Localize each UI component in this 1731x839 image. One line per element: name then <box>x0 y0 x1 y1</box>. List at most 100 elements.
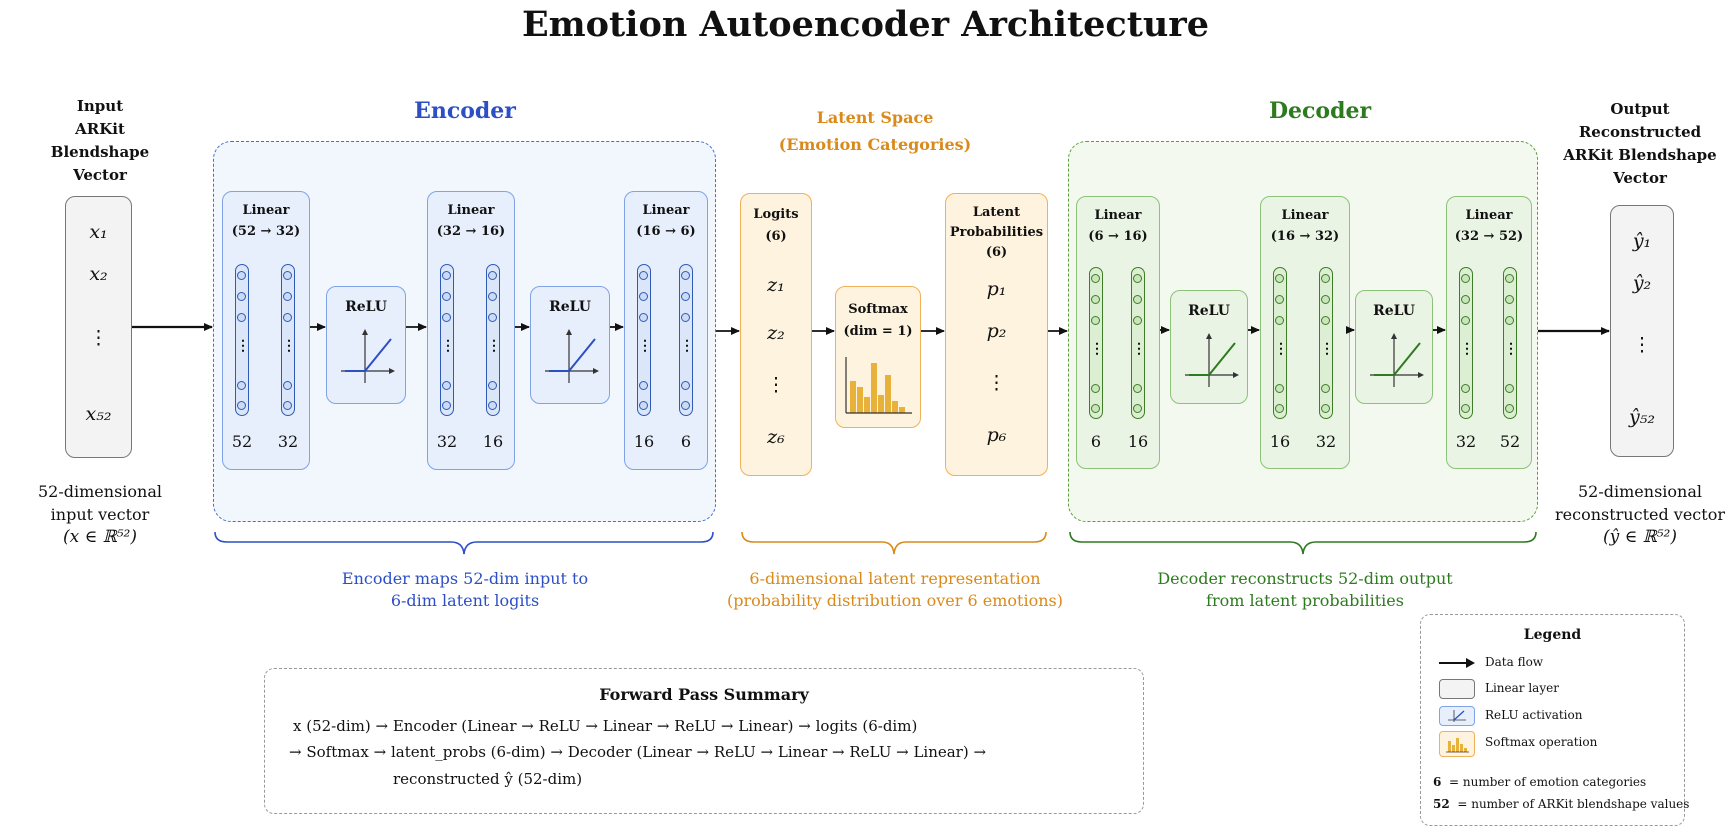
neuron <box>283 381 292 390</box>
neuron <box>442 292 451 301</box>
encoder-relu-2: ReLU <box>530 286 610 404</box>
neuron <box>1091 295 1100 304</box>
neuron <box>1091 274 1100 283</box>
logit-entry: ⋮ <box>766 374 786 396</box>
neuron <box>1321 274 1330 283</box>
neuron <box>488 381 497 390</box>
neuron <box>1275 384 1284 393</box>
logits-size: (6) <box>765 229 787 244</box>
output-heading-line: Reconstructed <box>1578 123 1702 141</box>
logit-entry: z₁ <box>767 274 785 296</box>
layer-name: Linear <box>447 203 495 218</box>
neuron <box>639 271 648 280</box>
neuron <box>1461 295 1470 304</box>
layer-out-size: 32 <box>1315 432 1337 451</box>
latent-caption: 6-dimensional latent representation (pro… <box>700 568 1090 612</box>
diagram-title: Emotion Autoencoder Architecture <box>521 4 1210 45</box>
neuron <box>1275 274 1284 283</box>
legend-note: 6 = number of emotion categories <box>1433 775 1646 789</box>
layer-out-size: 52 <box>1499 432 1521 451</box>
neuron <box>237 271 246 280</box>
latent-title-line: Latent Space <box>816 108 934 127</box>
legend-item-label: Data flow <box>1485 655 1544 669</box>
legend-note-text: = number of emotion categories <box>1449 775 1647 789</box>
decoder-title: Decoder <box>1268 98 1372 124</box>
summary-line: → Softmax → latent_probs (6-dim) → Decod… <box>289 743 987 761</box>
decoder-linear-layer-2: Linear (16 → 32) ⋮ ⋮ 16 32 <box>1260 196 1350 469</box>
input-heading-line: Input <box>76 97 124 115</box>
input-caption-line: input vector <box>50 505 150 524</box>
layer-name: Linear <box>242 203 290 218</box>
softmax-histogram-icon <box>845 357 912 414</box>
neuron <box>488 292 497 301</box>
neuron <box>237 381 246 390</box>
neuron-column: ⋮ <box>637 264 652 416</box>
neuron <box>639 313 648 322</box>
neuron <box>681 271 690 280</box>
relu-label: ReLU <box>1188 303 1230 319</box>
neuron <box>442 313 451 322</box>
relu-label: ReLU <box>1373 303 1415 319</box>
output-heading: Output Reconstructed ARKit Blendshape Ve… <box>1560 98 1720 190</box>
prob-entry: p₆ <box>986 424 1007 446</box>
neuron <box>1321 316 1330 325</box>
input-entry: ⋮ <box>89 327 108 349</box>
relu-label: ReLU <box>345 299 387 315</box>
encoder-relu-1: ReLU <box>326 286 406 404</box>
neuron <box>1133 316 1142 325</box>
decoder-relu-2: ReLU <box>1355 290 1433 404</box>
layer-out-size: 16 <box>482 432 504 451</box>
neuron <box>639 381 648 390</box>
neuron <box>1321 384 1330 393</box>
legend-note-text: = number of ARKit blendshape values <box>1457 797 1690 811</box>
neuron-column: ⋮ <box>679 264 694 416</box>
probs-size: (6) <box>985 245 1008 260</box>
relu-swatch-icon <box>1439 706 1475 726</box>
prob-entry: ⋮ <box>987 372 1006 394</box>
neuron-column: ⋮ <box>1131 267 1146 419</box>
input-vector-box: x₁ x₂ ⋮ x₅₂ <box>65 196 132 458</box>
layer-in-size: 6 <box>1090 432 1102 451</box>
legend-item-label: ReLU activation <box>1485 708 1583 722</box>
layer-dims: (52 → 32) <box>231 224 301 239</box>
summary-line: x (52-dim) → Encoder (Linear → ReLU → Li… <box>293 717 918 735</box>
layer-dims: (32 → 52) <box>1454 229 1524 244</box>
layer-in-size: 32 <box>1455 432 1477 451</box>
input-caption-line: 52-dimensional <box>38 482 162 501</box>
neuron <box>639 401 648 410</box>
output-entry: ŷ₂ <box>1632 272 1652 294</box>
input-caption: 52-dimensional input vector (x ∈ ℝ⁵²) <box>20 480 180 549</box>
neuron <box>1321 295 1330 304</box>
neuron <box>283 271 292 280</box>
neuron <box>283 292 292 301</box>
input-heading-line: Vector <box>73 166 127 184</box>
neuron <box>1275 404 1284 413</box>
neuron-column: ⋮ <box>1089 267 1104 419</box>
prob-entry: p₂ <box>986 320 1007 342</box>
neuron-column: ⋮ <box>1319 267 1334 419</box>
neuron <box>1275 316 1284 325</box>
neuron <box>1133 404 1142 413</box>
input-caption-line: (x ∈ ℝ⁵²) <box>62 527 137 547</box>
latent-title-line: (Emotion Categories) <box>778 135 972 154</box>
latent-probabilities-box: Latent Probabilities (6) p₁ p₂ ⋮ p₆ <box>945 193 1048 476</box>
legend-note: 52 = number of ARKit blendshape values <box>1433 797 1689 811</box>
layer-name: Linear <box>1281 208 1329 223</box>
neuron-column: ⋮ <box>281 264 296 416</box>
neuron <box>488 401 497 410</box>
layer-name: Linear <box>1465 208 1513 223</box>
layer-in-size: 32 <box>436 432 458 451</box>
linear-layer-swatch-icon <box>1439 679 1475 699</box>
legend-item-label: Softmax operation <box>1485 735 1598 749</box>
arrow-icon <box>1439 658 1475 668</box>
latent-caption-line: (probability distribution over 6 emotion… <box>727 591 1063 610</box>
logits-title: Logits <box>753 207 799 222</box>
output-entry: ⋮ <box>1632 334 1652 356</box>
logit-entry: z₆ <box>767 426 785 448</box>
encoder-linear-layer-2: Linear (32 → 16) ⋮ ⋮ 32 16 <box>427 191 515 470</box>
decoder-caption: Decoder reconstructs 52-dim output from … <box>1120 568 1490 612</box>
relu-plot-icon <box>545 329 599 383</box>
neuron <box>1091 384 1100 393</box>
probs-title: Probabilities <box>949 225 1044 240</box>
encoder-title: Encoder <box>414 98 516 124</box>
